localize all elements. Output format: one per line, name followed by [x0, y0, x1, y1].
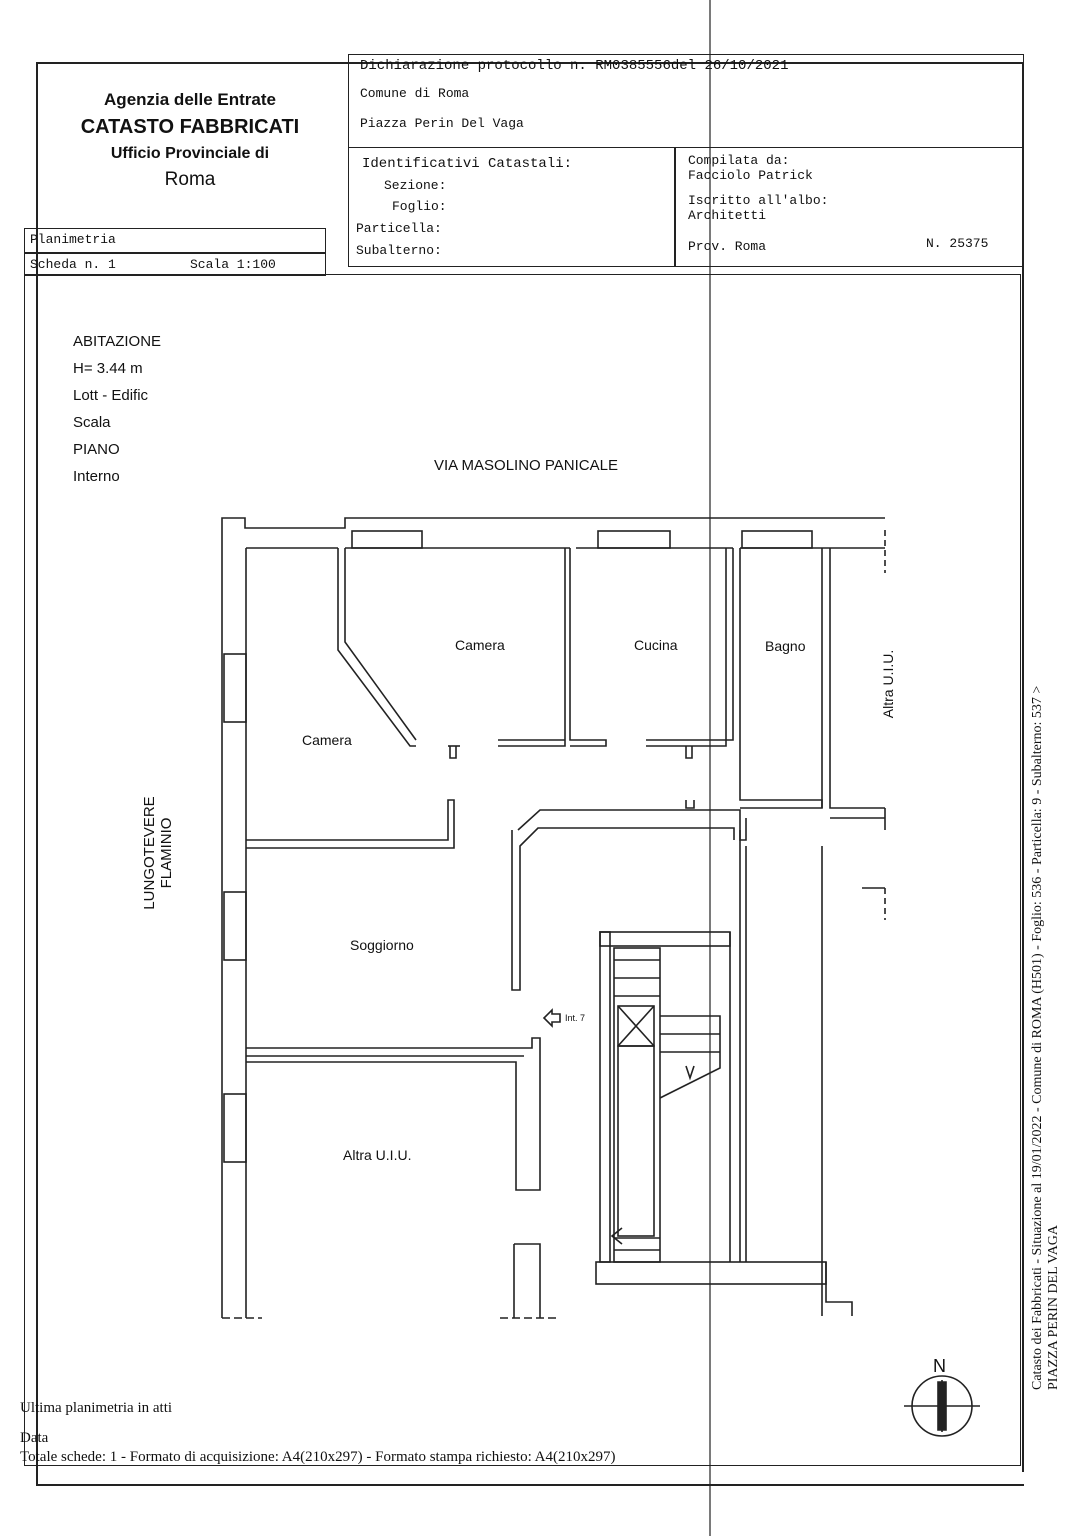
- compilata-label: Compilata da:: [688, 153, 790, 168]
- planimetria-divider: [24, 252, 326, 254]
- frame-left-line: [36, 62, 38, 1486]
- agency-name: Agenzia delle Entrate: [104, 90, 276, 109]
- ufficio-label: Ufficio Provinciale di: [110, 145, 270, 162]
- ufficio-city: Roma: [164, 169, 216, 190]
- street-top: VIA MASOLINO PANICALE: [434, 457, 618, 474]
- identificativi-label: Identificativi Catastali:: [362, 156, 573, 172]
- frame-bottom-line: [36, 1484, 1024, 1486]
- room-altra-uiu-right: Altra U.I.U.: [880, 649, 896, 719]
- info-interno: Interno: [73, 468, 120, 485]
- compass-north: N: [933, 1356, 946, 1376]
- albo-label: Iscritto all'albo:: [688, 193, 829, 208]
- prov-text: Prov. Roma: [688, 239, 767, 254]
- info-height: H= 3.44 m: [73, 360, 143, 377]
- interno-marker: Int. 7: [565, 1013, 586, 1023]
- room-altra-uiu-bottom: Altra U.I.U.: [343, 1147, 412, 1163]
- identificativi-box: [348, 147, 1024, 267]
- planimetria-label: Planimetria: [30, 232, 116, 247]
- particella-label: Particella:: [356, 221, 442, 236]
- drawing-frame: [24, 274, 1021, 1466]
- info-lotto: Lott - Edific: [73, 387, 149, 404]
- agency-block: Agenzia delle Entrate CATASTO FABBRICATI…: [40, 88, 340, 194]
- numero-text: N. 25375: [926, 236, 989, 251]
- frame-right-line: [1022, 62, 1024, 1472]
- albo-value: Architetti: [688, 208, 767, 223]
- room-cucina: Cucina: [634, 637, 678, 653]
- frame-top-line: [36, 62, 1024, 64]
- identificativi-divider: [674, 147, 676, 267]
- room-bagno: Bagno: [765, 638, 806, 654]
- scheda-label: Scheda n. 1: [30, 257, 116, 272]
- room-camera-right: Camera: [455, 637, 505, 653]
- subalterno-label: Subalterno:: [356, 243, 442, 258]
- address-text: Piazza Perin Del Vaga: [360, 116, 524, 131]
- compilata-name: Facciolo Patrick: [688, 168, 813, 183]
- footer-data: Data: [20, 1430, 49, 1446]
- catasto-title: CATASTO FABBRICATI: [80, 116, 300, 138]
- info-type: ABITAZIONE: [73, 333, 162, 350]
- info-piano: PIANO: [73, 441, 120, 458]
- footer-ultima: Ultima planimetria in atti: [20, 1400, 173, 1416]
- foglio-label: Foglio:: [392, 199, 447, 214]
- room-soggiorno: Soggiorno: [350, 937, 414, 953]
- side-catasto-text: Catasto dei Fabbricati - Situazione al 1…: [1030, 685, 1045, 1390]
- room-camera-left: Camera: [302, 732, 352, 748]
- footer-totale: Totale schede: 1 - Formato di acquisizio…: [20, 1449, 616, 1465]
- sezione-label: Sezione:: [384, 178, 447, 193]
- side-address-text: PIAZZA PERIN DEL VAGA: [1046, 1224, 1061, 1390]
- info-scala: Scala: [73, 414, 111, 431]
- comune-text: Comune di Roma: [360, 86, 470, 101]
- protocol-text: Dichiarazione protocollo n. RM0385556del…: [360, 58, 789, 74]
- info-block: ABITAZIONE H= 3.44 m Lott - Edific Scala…: [73, 328, 161, 490]
- scala-label: Scala 1:100: [190, 257, 276, 272]
